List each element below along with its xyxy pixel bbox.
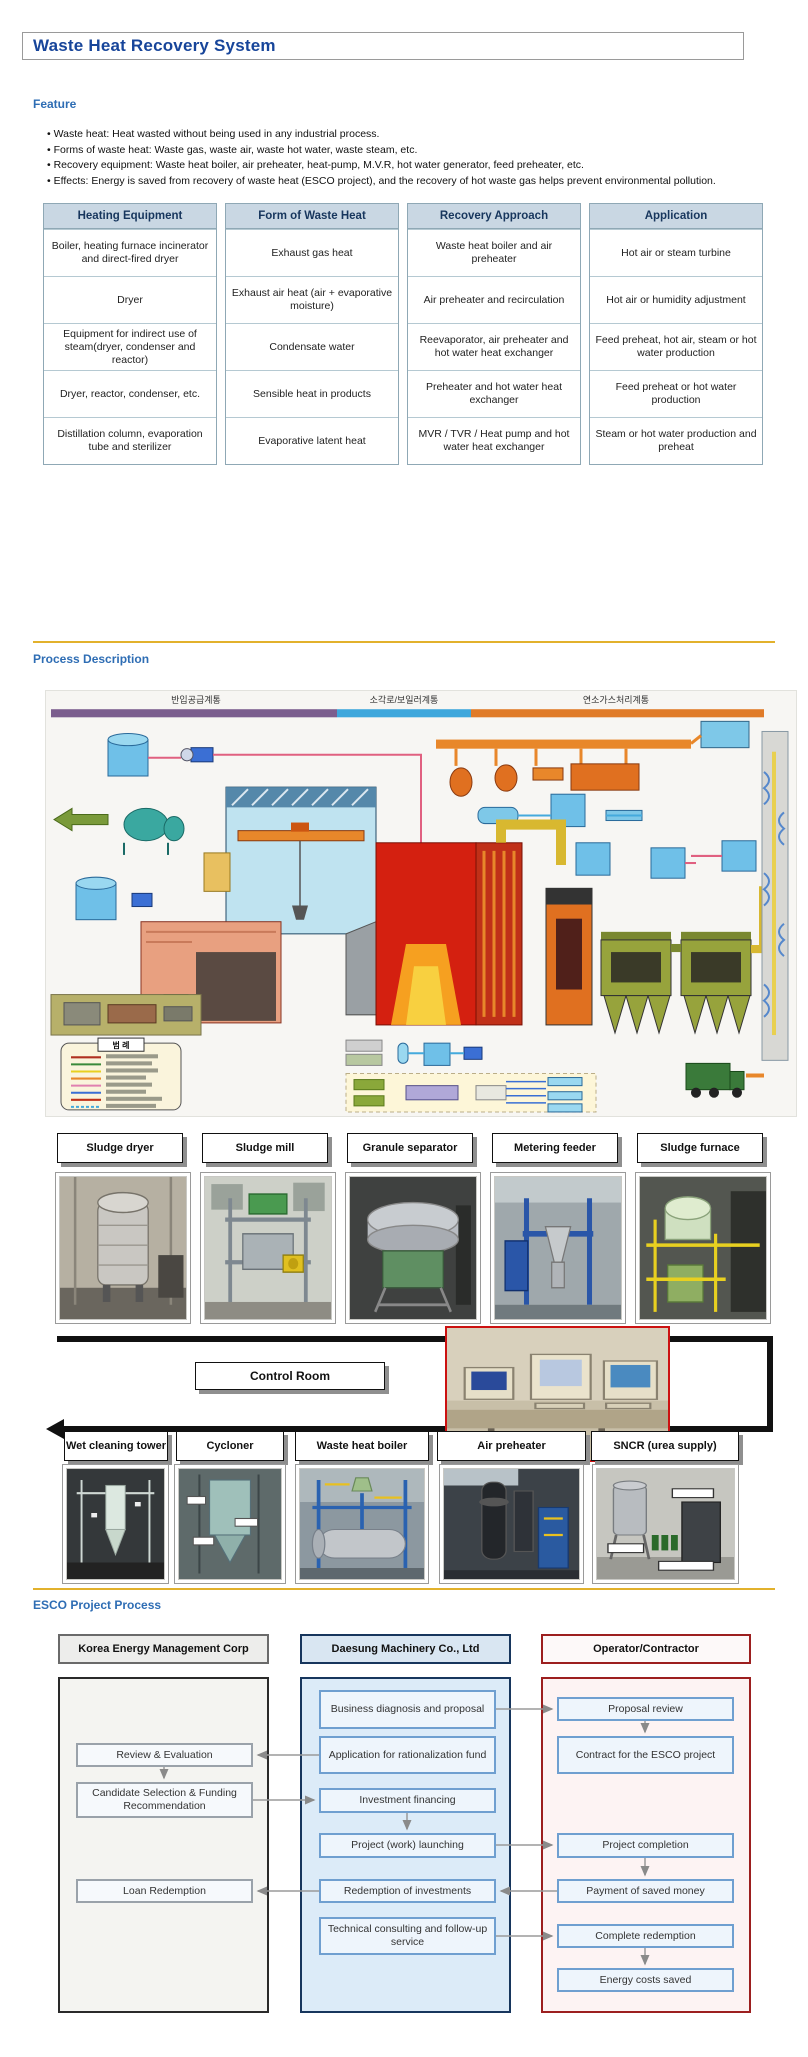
bag-filter-1 — [600, 931, 672, 1035]
truck — [685, 1062, 764, 1098]
esco-box: Technical consulting and follow-up servi… — [319, 1917, 496, 1955]
equipment-label: Cycloner — [176, 1431, 284, 1461]
esco-box: Energy costs saved — [557, 1968, 734, 1992]
esco-box: Contract for the ESCO project — [557, 1736, 734, 1774]
equipment-label: Sludge mill — [202, 1133, 328, 1163]
table-cell: Dryer, reactor, condenser, etc. — [44, 370, 216, 417]
esco-box: Redemption of investments — [319, 1879, 496, 1903]
equipment-label: Air preheater — [437, 1431, 586, 1461]
table-cell: Dryer — [44, 276, 216, 323]
esco-box: Investment financing — [319, 1788, 496, 1813]
flow-arrow-path — [57, 1336, 773, 1342]
table-header-cell: Form of Waste Heat — [226, 204, 398, 229]
esco-column-body — [58, 1677, 269, 2013]
air-preheater-photo — [439, 1464, 584, 1584]
table-cell: Boiler, heating furnace incinerator and … — [44, 229, 216, 276]
table-cell: Equipment for indirect use of steam(drye… — [44, 323, 216, 370]
esco-column-header: Daesung Machinery Co., Ltd — [300, 1634, 511, 1664]
band-label: 반입공급계통 — [171, 694, 221, 705]
diagram-legend: 범 례 — [60, 1037, 182, 1111]
table-cell: Preheater and hot water heat exchanger — [408, 370, 580, 417]
table-cell: Hot air or steam turbine — [590, 229, 762, 276]
cycloner-photo — [174, 1464, 286, 1584]
page-title: Waste Heat Recovery System — [33, 36, 276, 55]
table-cell: Distillation column, evaporation tube an… — [44, 417, 216, 464]
table-column-application: Application Hot air or steam turbine Hot… — [589, 203, 763, 465]
process-diagram: 반입공급계통 소각로/보일러계통 연소가스처리계통 — [45, 690, 797, 1117]
flow-arrow-path — [64, 1426, 773, 1432]
flow-arrowhead-icon — [46, 1419, 64, 1439]
table-header-cell: Heating Equipment — [44, 204, 216, 229]
table-header-cell: Recovery Approach — [408, 204, 580, 229]
section-divider — [33, 641, 775, 643]
equipment-label: SNCR (urea supply) — [591, 1431, 739, 1461]
feature-bullet: Effects: Energy is saved from recovery o… — [47, 174, 763, 190]
esco-box: Payment of saved money — [557, 1879, 734, 1903]
esco-column-header: Korea Energy Management Corp — [58, 1634, 269, 1664]
esco-box: Business diagnosis and proposal — [319, 1690, 496, 1729]
sludge-dryer-photo — [55, 1172, 191, 1324]
feature-bullets: Waste heat: Heat wasted without being us… — [47, 127, 763, 189]
table-cell: Air preheater and recirculation — [408, 276, 580, 323]
table-column-recovery-approach: Recovery Approach Waste heat boiler and … — [407, 203, 581, 465]
esco-box: Complete redemption — [557, 1924, 734, 1948]
table-column-heating-equipment: Heating Equipment Boiler, heating furnac… — [43, 203, 217, 465]
table-cell: Steam or hot water production and prehea… — [590, 417, 762, 464]
table-cell: MVR / TVR / Heat pump and hot water heat… — [408, 417, 580, 464]
equipment-label: Sludge dryer — [57, 1133, 183, 1163]
table-cell: Waste heat boiler and air preheater — [408, 229, 580, 276]
esco-box: Candidate Selection & Funding Recommenda… — [76, 1782, 253, 1818]
esco-box: Application for rationalization fund — [319, 1736, 496, 1774]
equipment-label: Granule separator — [347, 1133, 473, 1163]
legend-title: 범 례 — [113, 1040, 130, 1050]
table-cell: Hot air or humidity adjustment — [590, 276, 762, 323]
esco-heading: ESCO Project Process — [33, 1598, 162, 1612]
table-cell: Exhaust air heat (air + evaporative mois… — [226, 276, 398, 323]
table-column-form-of-waste-heat: Form of Waste Heat Exhaust gas heat Exha… — [225, 203, 399, 465]
bag-filter-2 — [680, 931, 752, 1035]
equipment-label: Waste heat boiler — [295, 1431, 429, 1461]
process-heading: Process Description — [33, 652, 150, 666]
table-cell: Evaporative latent heat — [226, 417, 398, 464]
esco-box: Project completion — [557, 1833, 734, 1858]
waste-heat-boiler-photo — [295, 1464, 429, 1584]
sludge-mill-photo — [200, 1172, 336, 1324]
table-cell: Feed preheat, hot air, steam or hot wate… — [590, 323, 762, 370]
equipment-label: Sludge furnace — [637, 1133, 763, 1163]
feature-heading: Feature — [33, 97, 77, 111]
table-cell: Reevaporator, air preheater and hot wate… — [408, 323, 580, 370]
band-label: 연소가스처리계통 — [583, 694, 649, 705]
feature-bullet: Forms of waste heat: Waste gas, waste ai… — [47, 143, 763, 159]
title-box: Waste Heat Recovery System — [22, 32, 744, 60]
esco-box: Project (work) launching — [319, 1833, 496, 1858]
sludge-furnace-photo — [635, 1172, 771, 1324]
table-cell: Exhaust gas heat — [226, 229, 398, 276]
feature-bullet: Waste heat: Heat wasted without being us… — [47, 127, 763, 143]
esco-column-header: Operator/Contractor — [541, 1634, 751, 1664]
equipment-label: Wet cleaning tower — [64, 1431, 168, 1461]
sncr-urea-supply-photo — [592, 1464, 739, 1584]
esco-box: Proposal review — [557, 1697, 734, 1721]
section-divider — [33, 1588, 775, 1590]
band-label: 소각로/보일러계통 — [370, 694, 439, 705]
table-header-cell: Application — [590, 204, 762, 229]
table-cell: Condensate water — [226, 323, 398, 370]
esco-box: Loan Redemption — [76, 1879, 253, 1903]
flow-arrow-path — [767, 1336, 773, 1432]
wet-cleaning-tower-photo — [62, 1464, 169, 1584]
esco-box: Review & Evaluation — [76, 1743, 253, 1767]
feature-bullet: Recovery equipment: Waste heat boiler, a… — [47, 158, 763, 174]
metering-feeder-photo — [490, 1172, 626, 1324]
equipment-label: Metering feeder — [492, 1133, 618, 1163]
control-room-label: Control Room — [195, 1362, 385, 1390]
granule-separator-photo — [345, 1172, 481, 1324]
table-cell: Feed preheat or hot water production — [590, 370, 762, 417]
esco-flowchart: Korea Energy Management Corp Daesung Mac… — [0, 1632, 808, 2032]
table-cell: Sensible heat in products — [226, 370, 398, 417]
process-diagram-svg: 반입공급계통 소각로/보일러계통 연소가스처리계통 — [50, 694, 789, 1113]
